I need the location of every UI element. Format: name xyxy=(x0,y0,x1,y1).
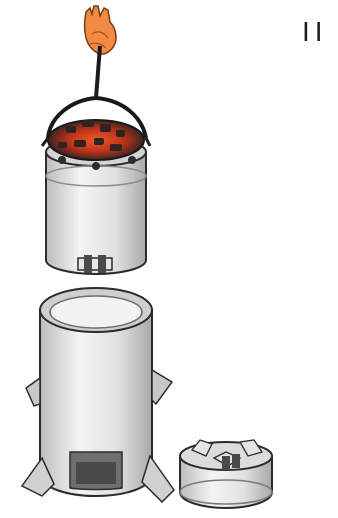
grate-stand xyxy=(180,440,272,508)
right-bracket xyxy=(152,370,172,404)
left-bracket xyxy=(26,378,40,406)
chimney-starter xyxy=(46,120,146,274)
latch xyxy=(78,258,112,270)
smoker-body xyxy=(22,288,174,502)
